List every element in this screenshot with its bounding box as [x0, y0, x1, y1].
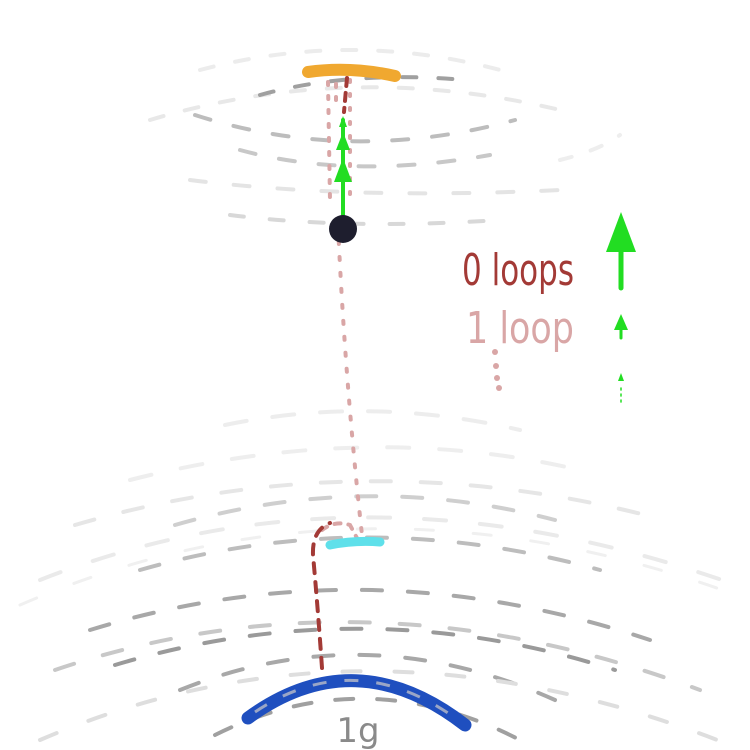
- up-arrow-icon: [336, 132, 350, 150]
- legend-arrow-large: [606, 212, 636, 291]
- top-field-lines: [148, 48, 622, 226]
- up-arrow-icon: [334, 158, 352, 182]
- ball-icon: [329, 215, 357, 243]
- top-body: [302, 63, 401, 82]
- planet-field-lines: [18, 409, 750, 747]
- zero-loops-path: [310, 76, 349, 670]
- legend-arrow-small: [618, 373, 624, 403]
- legend: 0 loops 1 loop: [462, 212, 636, 403]
- up-arrow-icon: [614, 314, 628, 330]
- planet-label: 1g: [336, 711, 379, 750]
- target-patch: [325, 536, 385, 550]
- legend-one-loop-sample: [492, 349, 502, 391]
- trajectory-arrows: [334, 116, 352, 217]
- legend-one-loop-label: 1 loop: [466, 303, 574, 354]
- one-loop-path: [320, 78, 364, 542]
- up-arrow-icon: [618, 373, 624, 381]
- up-arrow-icon: [339, 116, 347, 127]
- planet-surface-dashes: [254, 679, 459, 722]
- legend-zero-loops-label: 0 loops: [462, 245, 574, 296]
- up-arrow-icon: [606, 212, 636, 252]
- legend-arrow-medium: [614, 314, 628, 340]
